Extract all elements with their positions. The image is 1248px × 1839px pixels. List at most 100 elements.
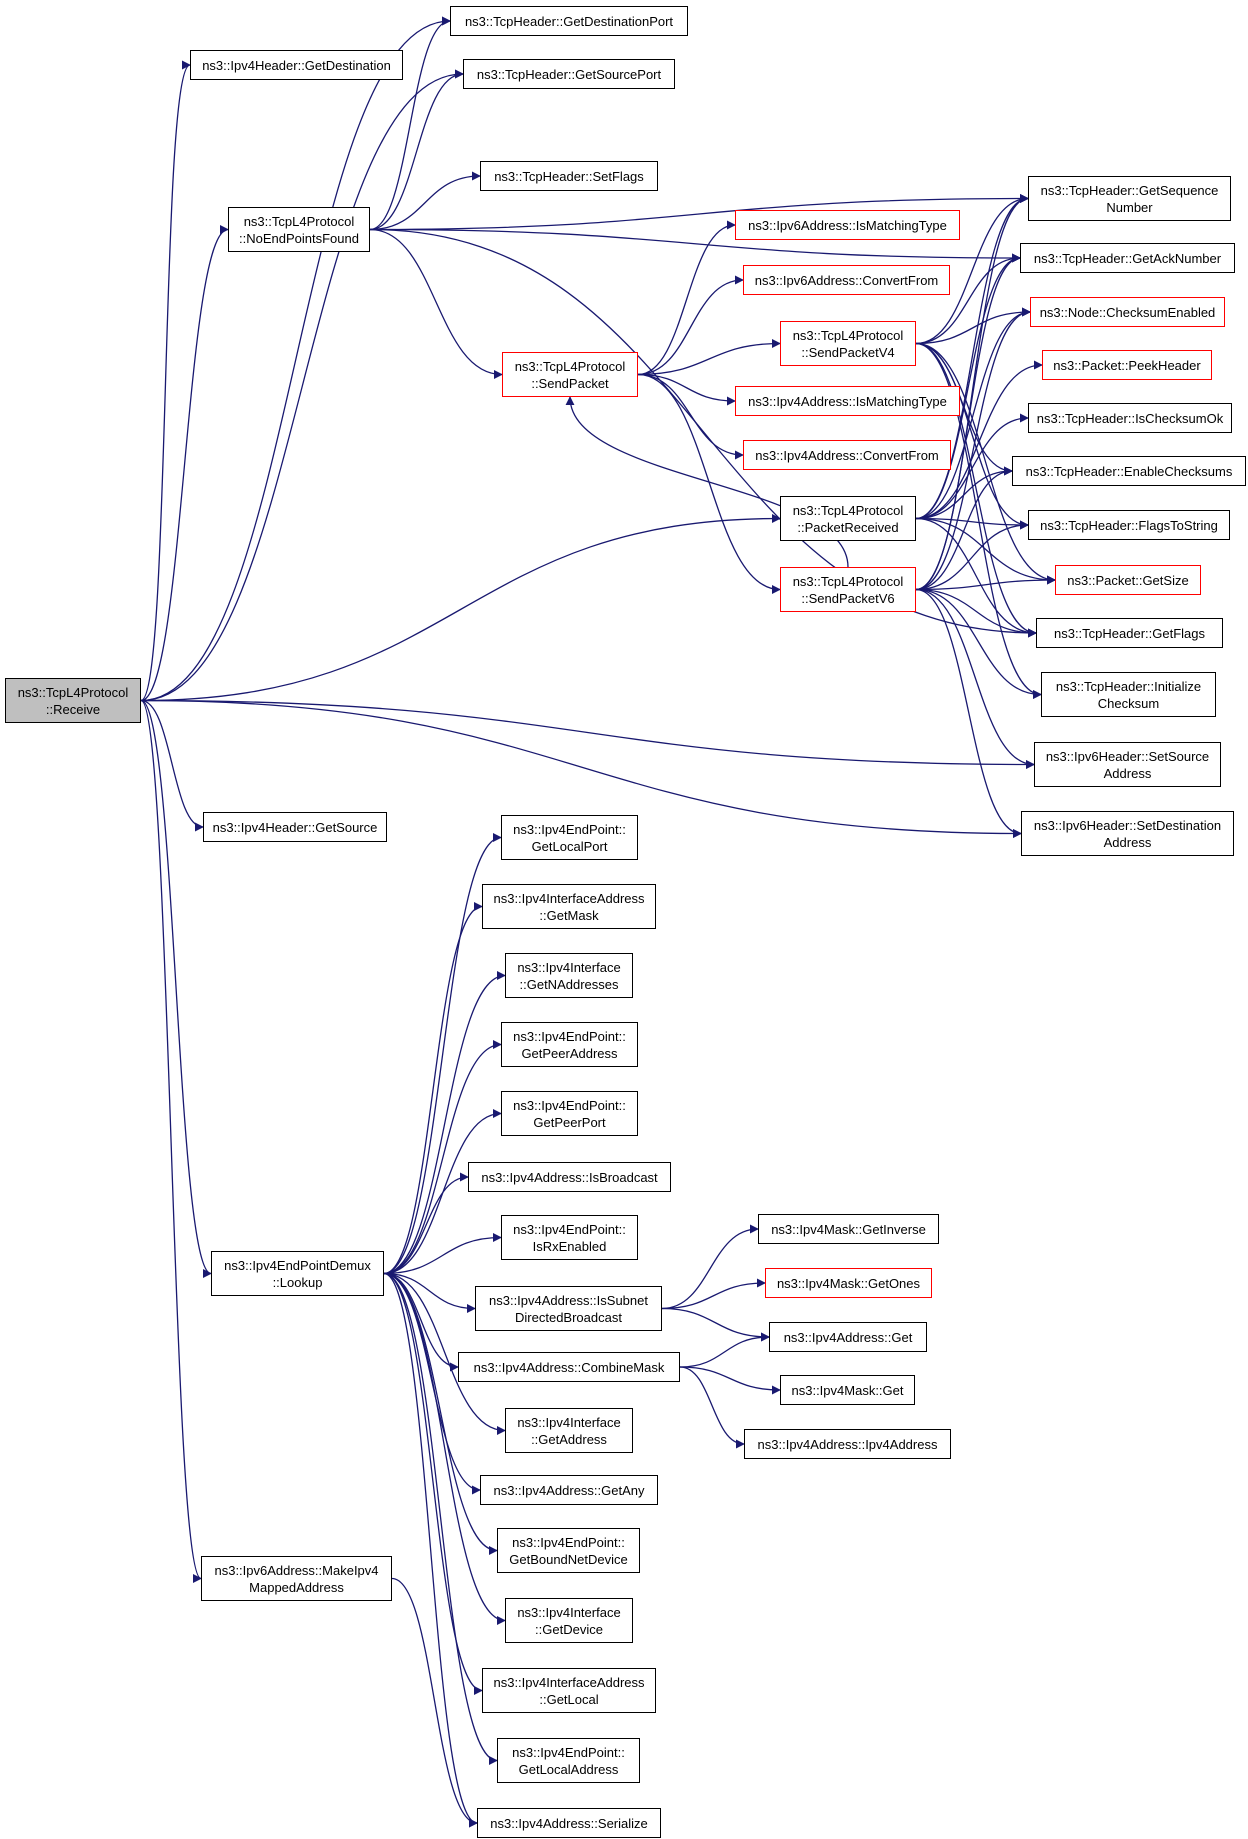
node-label-line: ns3::Ipv4Address::IsMatchingType: [748, 393, 947, 409]
node-tcph-enablechecksums[interactable]: ns3::TcpHeader::EnableChecksums: [1012, 456, 1246, 486]
node-noendpoints[interactable]: ns3::TcpL4Protocol::NoEndPointsFound: [228, 207, 370, 252]
node-addr-get[interactable]: ns3::Ipv4Address::Get: [769, 1322, 927, 1352]
node-mask-getones[interactable]: ns3::Ipv4Mask::GetOnes: [765, 1268, 932, 1298]
node-ep-getlocalport[interactable]: ns3::Ipv4EndPoint::GetLocalPort: [501, 815, 638, 860]
node-label-line: ns3::TcpL4Protocol: [792, 327, 904, 343]
node-tcph-setflags[interactable]: ns3::TcpHeader::SetFlags: [480, 161, 658, 191]
call-edge-demux_lookup-to-ep_getlocaladdress: [383, 1272, 498, 1765]
node-mask-getinverse[interactable]: ns3::Ipv4Mask::GetInverse: [758, 1214, 939, 1244]
node-ep-getpeeraddress[interactable]: ns3::Ipv4EndPoint::GetPeerAddress: [501, 1022, 638, 1067]
node-label-line: ns3::Ipv4EndPoint::: [513, 1028, 626, 1044]
node-label-line: ::GetDevice: [535, 1621, 603, 1637]
node-sendpacketv4[interactable]: ns3::TcpL4Protocol::SendPacketV4: [780, 321, 916, 366]
call-edge-demux_lookup-to-if_getdevice: [383, 1272, 506, 1625]
call-edge-ipv6_makemapped-to-addr_serialize: [391, 1577, 478, 1828]
node-sendpacketv6[interactable]: ns3::TcpL4Protocol::SendPacketV6: [780, 567, 916, 612]
node-label-line: ns3::Ipv4Interface: [517, 1604, 621, 1620]
node-addr-ctor[interactable]: ns3::Ipv4Address::Ipv4Address: [744, 1429, 951, 1459]
node-label-line: ::GetNAddresses: [519, 976, 619, 992]
node-label-line: ns3::Packet::GetSize: [1067, 572, 1189, 588]
node-packetreceived[interactable]: ns3::TcpL4Protocol::PacketReceived: [780, 496, 916, 541]
node-label-line: ::Receive: [45, 701, 101, 717]
node-label-line: Address: [1103, 765, 1152, 781]
node-if-getnaddresses[interactable]: ns3::Ipv4Interface::GetNAddresses: [505, 953, 633, 998]
node-label-line: ns3::Ipv4Address::IsSubnet: [489, 1292, 648, 1308]
node-label-line: ::SendPacketV4: [801, 344, 895, 360]
node-ep-getlocaladdress[interactable]: ns3::Ipv4EndPoint::GetLocalAddress: [497, 1738, 640, 1783]
call-edge-demux_lookup-to-addr_combinemask: [383, 1272, 459, 1372]
call-edge-noendpoints-to-tcph_setflags: [369, 171, 481, 231]
node-addr-isbroadcast[interactable]: ns3::Ipv4Address::IsBroadcast: [468, 1162, 671, 1192]
node-if-getdevice[interactable]: ns3::Ipv4Interface::GetDevice: [505, 1598, 633, 1643]
node-ipv6-convertfrom[interactable]: ns3::Ipv6Address::ConvertFrom: [743, 265, 950, 295]
node-label-line: ::SendPacket: [531, 375, 609, 391]
call-edge-sendpacketv6-to-tcph_getack: [915, 253, 1021, 591]
node-ipv6-ismatching[interactable]: ns3::Ipv6Address::IsMatchingType: [735, 210, 960, 240]
call-edge-sendpacketv6-to-sendpacket: [565, 396, 849, 568]
node-label-line: ns3::TcpHeader::IsChecksumOk: [1036, 410, 1224, 426]
node-label-line: ns3::Ipv4Address::GetAny: [493, 1482, 645, 1498]
node-packet-peek[interactable]: ns3::Packet::PeekHeader: [1042, 350, 1212, 380]
node-addr-combinemask[interactable]: ns3::Ipv4Address::CombineMask: [458, 1352, 680, 1382]
node-addr-getany[interactable]: ns3::Ipv4Address::GetAny: [480, 1475, 658, 1505]
node-ipv4-ismatching[interactable]: ns3::Ipv4Address::IsMatchingType: [735, 386, 960, 416]
call-edge-receive-to-noendpoints: [140, 225, 229, 702]
node-tcph-ischecksumok[interactable]: ns3::TcpHeader::IsChecksumOk: [1028, 403, 1232, 433]
node-demux-lookup[interactable]: ns3::Ipv4EndPointDemux::Lookup: [211, 1251, 384, 1296]
call-edge-sendpacketv6-to-node_checksum: [915, 307, 1031, 591]
node-ep-getbounddev[interactable]: ns3::Ipv4EndPoint::GetBoundNetDevice: [497, 1528, 640, 1573]
call-edge-sendpacketv6-to-tcph_initchecksum: [915, 588, 1042, 699]
call-edge-packetreceived-to-tcph_ischecksumok: [915, 413, 1029, 520]
node-label-line: ::Lookup: [272, 1274, 323, 1290]
node-ipv4h-getdest[interactable]: ns3::Ipv4Header::GetDestination: [190, 50, 403, 80]
node-tcph-getdestport[interactable]: ns3::TcpHeader::GetDestinationPort: [450, 6, 688, 36]
call-edge-addr_issubnet-to-addr_get: [661, 1307, 770, 1342]
node-tcph-getsrcport[interactable]: ns3::TcpHeader::GetSourcePort: [463, 59, 675, 89]
call-edge-sendpacketv6-to-tcph_flagstostring: [915, 520, 1029, 591]
node-addr-serialize[interactable]: ns3::Ipv4Address::Serialize: [477, 1808, 661, 1838]
call-edge-demux_lookup-to-if_getaddress: [383, 1272, 506, 1435]
node-ipv4h-getsource[interactable]: ns3::Ipv4Header::GetSource: [203, 812, 387, 842]
node-packet-getsize[interactable]: ns3::Packet::GetSize: [1055, 565, 1201, 595]
call-edge-addr_issubnet-to-mask_getones: [661, 1278, 766, 1310]
node-mask-get[interactable]: ns3::Ipv4Mask::Get: [780, 1375, 915, 1405]
call-edge-sendpacket-to-sendpacketv4: [637, 339, 781, 376]
call-edge-noendpoints-to-tcph_getack: [369, 228, 1021, 263]
call-edge-noendpoints-to-tcph_getseq: [369, 194, 1029, 231]
call-edge-noendpoints-to-sendpacket: [369, 228, 503, 379]
call-edge-noendpoints-to-tcph_getsrcport: [369, 69, 464, 231]
call-edge-sendpacketv4-to-packet_getsize: [915, 342, 1056, 585]
call-edge-demux_lookup-to-addr_isbroadcast: [383, 1172, 469, 1275]
node-label-line: ns3::Ipv4EndPoint::: [512, 1744, 625, 1760]
node-if-getaddress[interactable]: ns3::Ipv4Interface::GetAddress: [505, 1408, 633, 1453]
node-label-line: ns3::Packet::PeekHeader: [1053, 357, 1201, 373]
node-label-line: ns3::Ipv6Address::ConvertFrom: [754, 272, 939, 288]
node-label-line: ns3::Ipv4Header::GetDestination: [202, 57, 391, 73]
node-label-line: GetPeerAddress: [521, 1045, 618, 1061]
node-tcph-flagstostring[interactable]: ns3::TcpHeader::FlagsToString: [1028, 510, 1230, 540]
node-tcph-getflags[interactable]: ns3::TcpHeader::GetFlags: [1036, 618, 1223, 648]
call-edge-packetreceived-to-node_checksum: [915, 307, 1031, 520]
node-label-line: ns3::TcpHeader::GetSequence: [1040, 182, 1219, 198]
node-node-checksum[interactable]: ns3::Node::ChecksumEnabled: [1030, 297, 1225, 327]
node-ipv4-convertfrom[interactable]: ns3::Ipv4Address::ConvertFrom: [743, 440, 951, 470]
node-tcph-getack[interactable]: ns3::TcpHeader::GetAckNumber: [1020, 243, 1235, 273]
node-sendpacket[interactable]: ns3::TcpL4Protocol::SendPacket: [502, 352, 638, 397]
node-receive[interactable]: ns3::TcpL4Protocol::Receive: [5, 678, 141, 723]
node-label-line: ns3::TcpL4Protocol: [243, 213, 355, 229]
call-edge-sendpacketv4-to-tcph_initchecksum: [915, 342, 1042, 699]
call-edge-sendpacketv6-to-ipv6h_setdest: [915, 588, 1022, 838]
node-label-line: ns3::Ipv4EndPoint::: [512, 1534, 625, 1550]
node-ifaddr-getmask[interactable]: ns3::Ipv4InterfaceAddress::GetMask: [482, 884, 656, 929]
node-ep-getpeerport[interactable]: ns3::Ipv4EndPoint::GetPeerPort: [501, 1091, 638, 1136]
node-label-line: Number: [1106, 199, 1153, 215]
node-ifaddr-getlocal[interactable]: ns3::Ipv4InterfaceAddress::GetLocal: [482, 1668, 656, 1713]
node-label-line: ::GetLocal: [539, 1691, 599, 1707]
node-ep-isrxenabled[interactable]: ns3::Ipv4EndPoint::IsRxEnabled: [501, 1215, 638, 1260]
